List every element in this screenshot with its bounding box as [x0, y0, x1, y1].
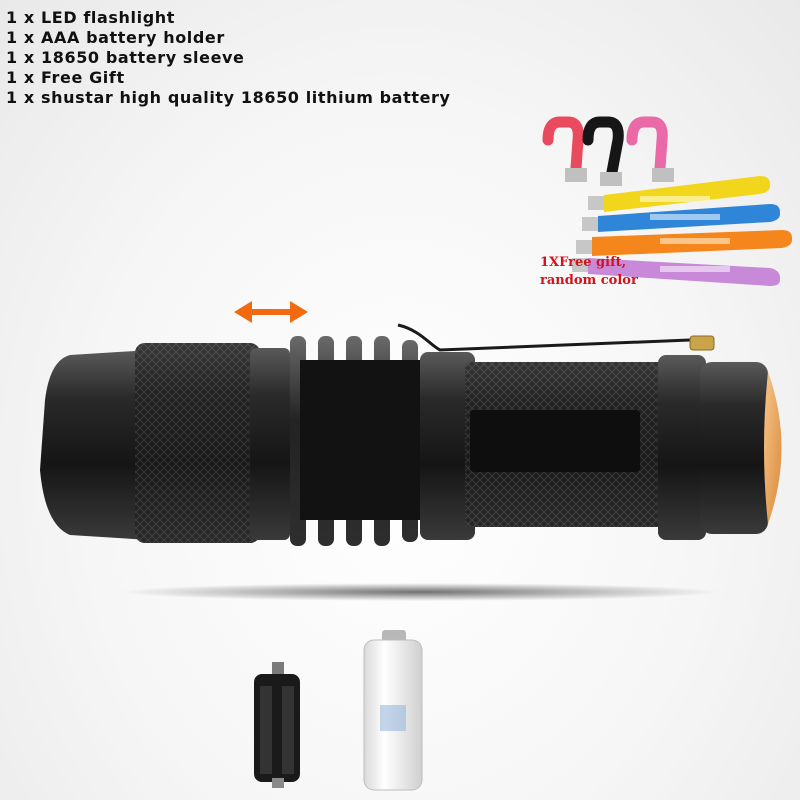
contents-item: 1 x shustar high quality 18650 lithium b… [6, 88, 451, 107]
gift-note-line1: 1XFree gift, [540, 255, 627, 270]
free-gift-note: 1XFree gift, random color [540, 254, 638, 290]
double-arrow-icon [234, 301, 308, 323]
aaa-battery-holder [254, 662, 300, 788]
grip-panel [470, 410, 640, 472]
contents-item: 1 x Free Gift [6, 68, 125, 87]
cooling-fins [290, 336, 420, 546]
usb-led-lamps [542, 116, 792, 286]
flashlight-shadow [120, 583, 720, 601]
package-contents-list: 1 x LED flashlight 1 x AAA battery holde… [6, 8, 451, 108]
gift-note-line2: random color [540, 273, 638, 288]
led-flashlight [40, 323, 782, 546]
flashlight-bezel [40, 350, 150, 540]
contents-item: 1 x LED flashlight [6, 8, 175, 27]
lithium-battery-18650 [363, 630, 423, 791]
tail-cap [700, 362, 768, 534]
contents-item: 1 x 18650 battery sleeve [6, 48, 245, 67]
tail-lens [764, 372, 782, 524]
contents-item: 1 x AAA battery holder [6, 28, 225, 47]
